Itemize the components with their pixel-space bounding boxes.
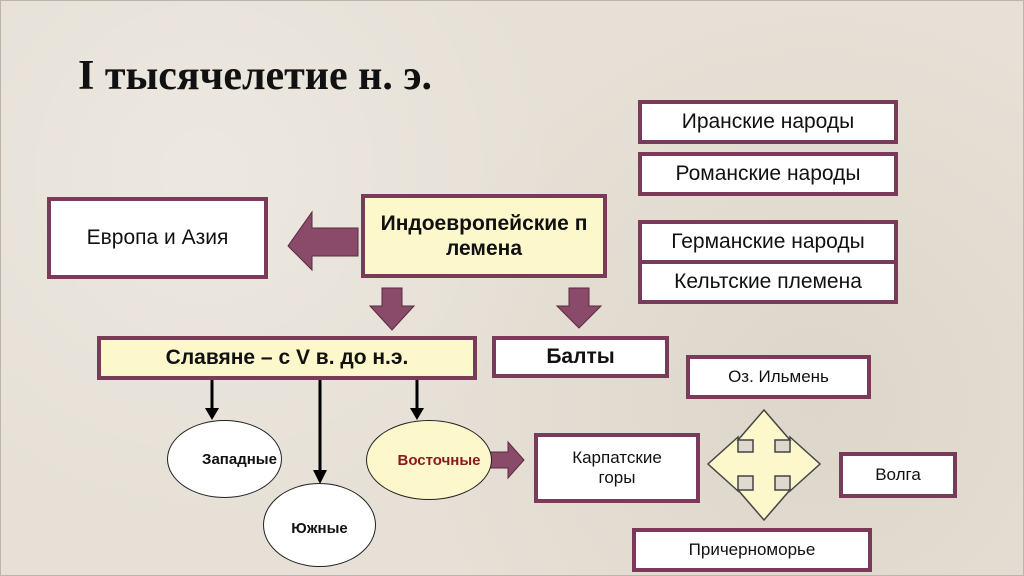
arrow-to-carpathian [489, 440, 525, 480]
box-germanic: Германские народы [638, 220, 898, 264]
ellipse-southern: Южные [263, 483, 376, 567]
box-europe-asia: Европа и Азия [47, 197, 268, 279]
ellipse-western-label: Западные [202, 450, 277, 468]
box-balts-label: Балты [546, 345, 615, 369]
box-romance: Романские народы [638, 152, 898, 196]
box-europe-asia-label: Европа и Азия [86, 226, 229, 250]
box-celtic-label: Кельтские племена [674, 270, 862, 294]
box-slavs: Славяне – с V в. до н.э. [97, 336, 477, 380]
four-way-arrow [706, 408, 822, 522]
box-indo-european-label: Индоевропейские племена [380, 211, 588, 260]
box-black-sea: Причерноморье [632, 528, 872, 572]
box-iranian-label: Иранские народы [681, 110, 855, 134]
box-romance-label: Романские народы [675, 162, 861, 186]
box-black-sea-label: Причерноморье [688, 539, 816, 559]
arrow-to-europe-asia [287, 210, 359, 272]
box-balts: Балты [492, 336, 669, 378]
arrow-to-slavs [368, 287, 416, 331]
box-germanic-label: Германские народы [671, 230, 865, 254]
box-carpathian-label: Карпатские горы [572, 447, 662, 487]
box-celtic: Кельтские племена [638, 260, 898, 304]
box-indo-european: Индоевропейские племена [361, 194, 607, 278]
box-volga-label: Волга [875, 464, 921, 484]
ellipse-southern-label: Южные [291, 519, 348, 537]
arrow-to-western [205, 408, 219, 420]
ellipse-western: Западные [167, 420, 282, 498]
box-slavs-label: Славяне – с V в. до н.э. [165, 346, 409, 370]
box-ilmen-label: Оз. Ильмень [728, 366, 829, 386]
arrow-to-balts [555, 287, 603, 329]
ellipse-eastern-label: Восточные [397, 451, 481, 469]
ellipse-eastern: Восточные [366, 420, 492, 500]
box-carpathian: Карпатские горы [534, 433, 700, 503]
slide-title: I тысячелетие н. э. [78, 53, 432, 99]
box-ilmen: Оз. Ильмень [686, 355, 871, 399]
arrow-to-eastern [410, 408, 424, 420]
arrow-to-southern [313, 470, 327, 484]
box-iranian: Иранские народы [638, 100, 898, 144]
box-volga: Волга [839, 452, 957, 498]
